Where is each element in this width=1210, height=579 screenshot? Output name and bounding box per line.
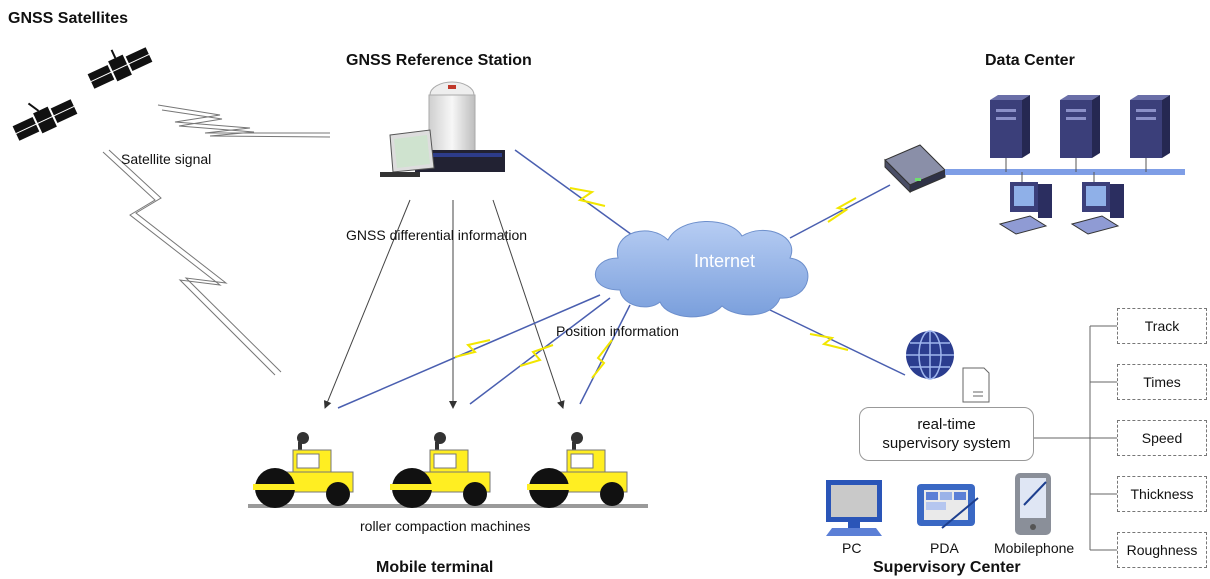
roller-machine-icon	[253, 432, 354, 508]
document-icon	[962, 367, 990, 403]
satellite-icon	[87, 47, 153, 89]
server-icon	[990, 95, 1030, 172]
metric-speed: Speed	[1117, 420, 1207, 456]
wireless-links	[337, 149, 906, 409]
label-pda: PDA	[930, 540, 959, 556]
reference-station-icon	[380, 81, 505, 177]
metric-times: Times	[1117, 364, 1207, 400]
server-icon	[1130, 95, 1170, 172]
title-reference-station: GNSS Reference Station	[346, 52, 532, 69]
metric-thickness: Thickness	[1117, 476, 1207, 512]
pda-icon	[917, 484, 979, 529]
label-differential-info: GNSS differential information	[346, 227, 528, 243]
realtime-supervisory-box: real-time supervisory system	[859, 407, 1034, 461]
satellite-signal-link	[102, 104, 331, 376]
label-internet: Internet	[694, 251, 756, 271]
label-position-info: Position information	[556, 323, 679, 339]
label-machines: roller compaction machines	[360, 518, 531, 534]
metric-track: Track	[1117, 308, 1207, 344]
roller-machine-icon	[527, 432, 628, 508]
workstation-icon	[1070, 172, 1124, 235]
realtime-line-1: real-time	[917, 416, 976, 433]
roller-machine-icon	[390, 432, 491, 508]
router-icon	[884, 144, 946, 194]
label-pc: PC	[842, 540, 862, 556]
server-icon	[1060, 95, 1100, 172]
satellite-icon	[12, 99, 78, 141]
metric-roughness: Roughness	[1117, 532, 1207, 568]
title-gnss-satellites: GNSS Satellites	[8, 10, 129, 27]
title-mobile-terminal: Mobile terminal	[376, 559, 494, 576]
realtime-line-2: supervisory system	[882, 435, 1011, 452]
differential-info-arrows	[323, 199, 565, 409]
title-supervisory-center: Supervisory Center	[873, 559, 1021, 576]
label-mobilephone: Mobilephone	[994, 540, 1075, 556]
label-satellite-signal: Satellite signal	[121, 151, 212, 167]
title-data-center: Data Center	[985, 52, 1075, 69]
metrics-tree-lines	[1034, 325, 1117, 551]
globe-icon	[906, 330, 954, 380]
workstation-icon	[998, 172, 1052, 235]
internet-cloud-icon	[594, 220, 809, 318]
mobilephone-icon	[1015, 473, 1051, 535]
pc-icon	[826, 480, 882, 536]
